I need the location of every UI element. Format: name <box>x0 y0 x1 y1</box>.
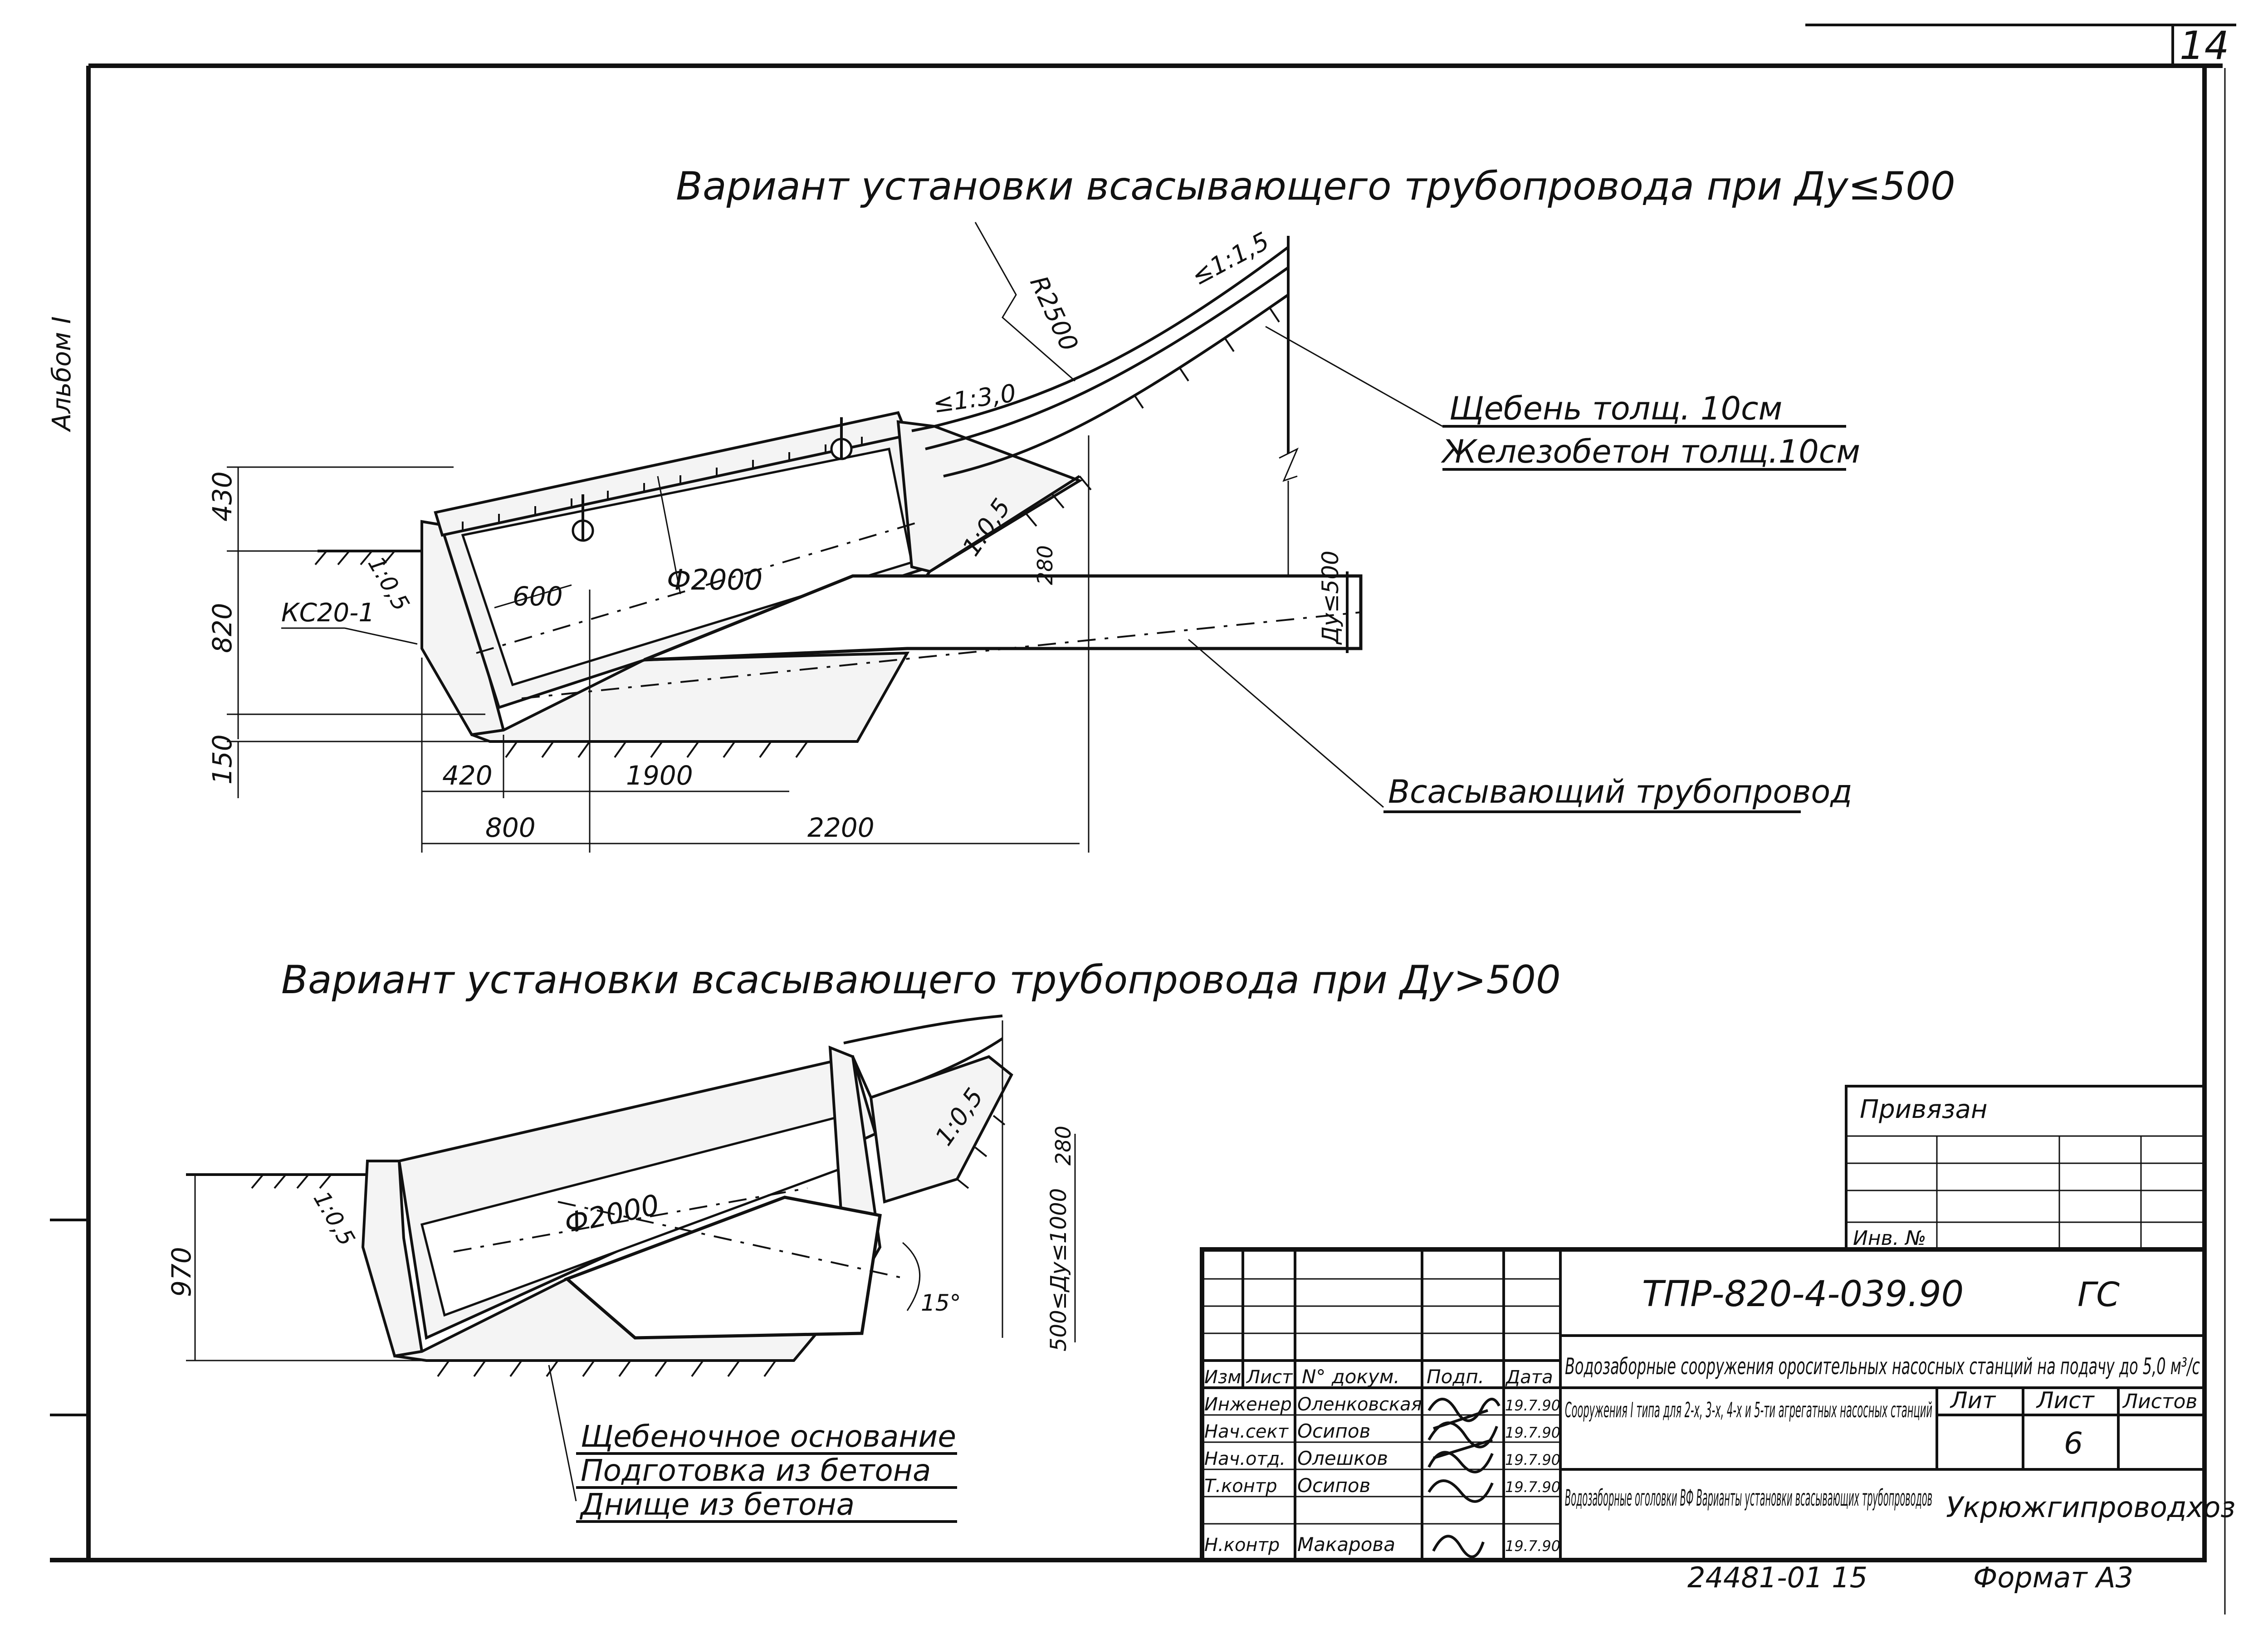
row-date: 19.7.90 <box>1505 1424 1560 1441</box>
legend-large-3: Днище из бетона <box>579 1487 855 1522</box>
dim-430: 430 <box>207 471 238 522</box>
desc-3: Водозаборные оголовки ВФ Варианты устано… <box>1565 1485 1932 1511</box>
variant-small-drawing: Вариант установки всасывающего трубопров… <box>207 164 1955 853</box>
dim-820: 820 <box>207 603 238 653</box>
head-date: Дата <box>1505 1367 1553 1388</box>
desc-1: Водозаборные сооружения оросительных нас… <box>1565 1353 2200 1380</box>
row-name: Оленковская <box>1297 1394 1422 1415</box>
diameter-small: Ф2000 <box>667 563 763 596</box>
doc-code: ТПР-820-4-039.90 <box>1642 1274 1964 1315</box>
row-name: Осипов <box>1297 1474 1370 1497</box>
dim-280-small: 280 <box>1033 545 1057 585</box>
variant-small-title: Вариант установки всасывающего трубопров… <box>676 164 1955 209</box>
dim-150: 150 <box>207 734 238 785</box>
stage-code: ГС <box>2077 1275 2120 1314</box>
dim-600: 600 <box>513 581 563 612</box>
dim-1900: 1900 <box>626 760 693 791</box>
album-label: Альбом I <box>47 317 77 432</box>
angle-label: 15° <box>921 1290 961 1316</box>
list-label: Лист <box>2036 1387 2095 1414</box>
dim-420: 420 <box>442 760 493 791</box>
slope-mid: ≤1:3,0 <box>931 379 1018 419</box>
row-name: Осипов <box>1297 1420 1370 1442</box>
head-podp: Подп. <box>1427 1366 1484 1388</box>
signature-marks <box>1427 1398 1501 1558</box>
variant-large-drawing: Вариант установки всасывающего трубопров… <box>166 957 1561 1523</box>
row-role: Н.контр <box>1204 1535 1280 1556</box>
legend-small-1: Щебень толщ. 10см <box>1449 390 1782 427</box>
footer-number: 24481-01 15 <box>1687 1561 1867 1594</box>
privyazan-block: Привязан Инв. № <box>1845 1085 2206 1251</box>
dim-2200: 2200 <box>807 812 875 843</box>
slope-top: ≤1:1,5 <box>1187 227 1274 291</box>
list-value: 6 <box>2064 1426 2083 1461</box>
org-name: Укрюжгипроводхоз <box>1946 1491 2235 1524</box>
cap-label: КС20-1 <box>281 598 375 628</box>
row-role: Нач.отд. <box>1204 1449 1286 1469</box>
head-list: Лист <box>1246 1367 1293 1388</box>
row-role: Нач.сект <box>1204 1421 1289 1442</box>
lit-label: Лит <box>1950 1387 1996 1414</box>
row-name: Олешков <box>1297 1447 1388 1469</box>
dy-small: Ду≤500 <box>1317 551 1344 645</box>
sheet-number: 14 <box>2180 23 2229 68</box>
legend-large-2: Подготовка из бетона <box>581 1453 931 1488</box>
row-date: 19.7.90 <box>1505 1478 1560 1496</box>
slope-left-large: 1:0,5 <box>308 1187 360 1250</box>
dy-large: 500≤Ду≤1000 <box>1046 1188 1071 1351</box>
dim-800: 800 <box>485 812 536 843</box>
row-date: 19.7.90 <box>1505 1397 1560 1414</box>
listov-label: Листов <box>2122 1390 2197 1413</box>
legend-large-1: Щебеночное основание <box>581 1419 956 1454</box>
row-date: 19.7.90 <box>1505 1451 1560 1468</box>
variant-large-title: Вариант установки всасывающего трубопров… <box>281 957 1561 1003</box>
dim-280-large: 280 <box>1051 1126 1075 1166</box>
footer-format: Формат А3 <box>1973 1561 2133 1594</box>
row-role: Т.контр <box>1204 1476 1277 1497</box>
legend-small-2: Железобетон толщ.10см <box>1441 433 1860 470</box>
dim-970: 970 <box>166 1247 197 1297</box>
row-date: 19.7.90 <box>1505 1537 1560 1555</box>
privyazan-title: Привязан <box>1860 1095 1987 1124</box>
head-doc: N° докум. <box>1302 1366 1400 1388</box>
title-block: ТПР-820-4-039.90 ГС Водозаборные сооруже… <box>1200 1247 2235 1562</box>
row-name: Макарова <box>1297 1533 1395 1556</box>
pipe-label: Всасывающий трубопровод <box>1388 773 1853 810</box>
row-role: Инженер <box>1204 1394 1292 1415</box>
head-izm: Изм <box>1204 1367 1241 1388</box>
desc-2: Сооружения I типа для 2-х, 3-х, 4-х и 5-… <box>1565 1398 1932 1422</box>
inv-label: Инв. № <box>1853 1227 1926 1250</box>
radius-label: R2500 <box>1024 272 1084 356</box>
